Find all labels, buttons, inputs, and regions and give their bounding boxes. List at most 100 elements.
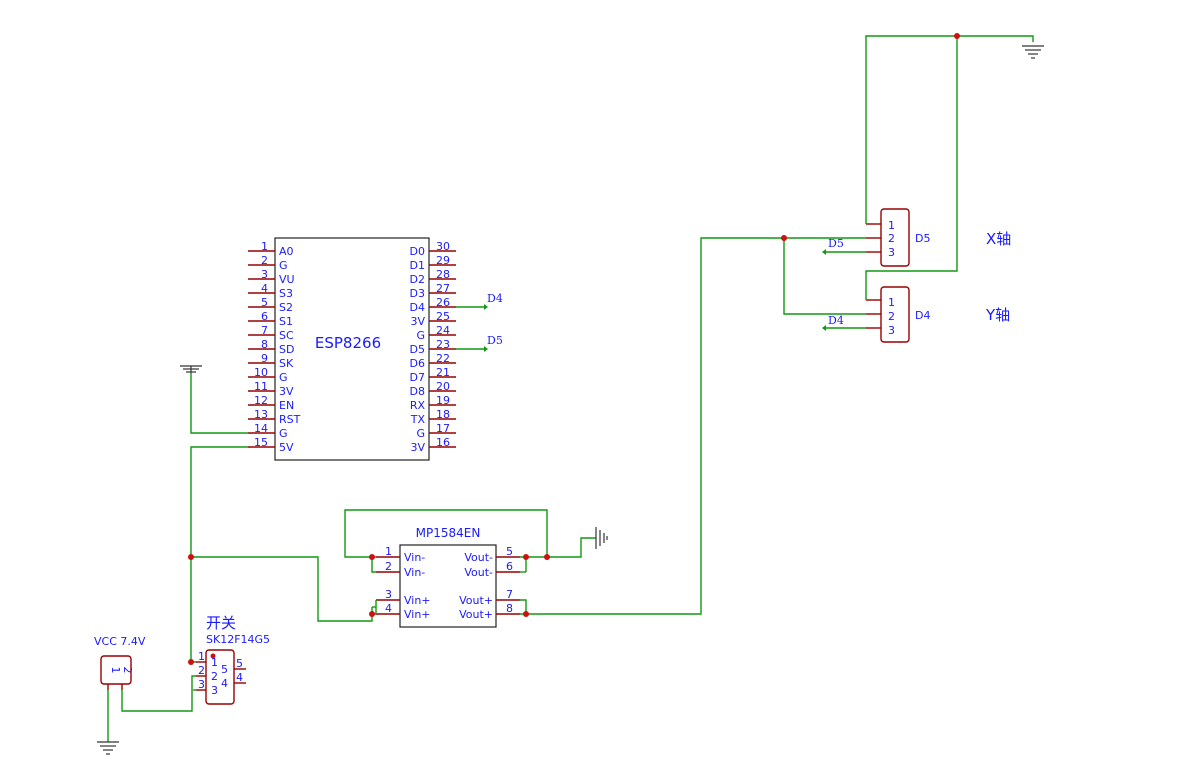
esp8266-pin-label: A0 [279, 245, 294, 258]
esp-net-labels: D4 D5 [456, 292, 503, 352]
switch-pin-number: 5 [221, 663, 228, 676]
mp1584-pin-label: Vout- [464, 566, 493, 579]
esp8266-pin-label: 3V [410, 441, 425, 454]
esp8266-pin-label: G [279, 371, 288, 384]
ground-icon [180, 365, 202, 373]
esp8266-pin-number: 9 [261, 352, 268, 365]
esp8266-pin-label: G [416, 427, 425, 440]
x-axis-label: X轴 [986, 230, 1011, 248]
y-axis-label: Y轴 [985, 306, 1010, 324]
esp8266-pin-label: D2 [410, 273, 425, 286]
esp8266-pin-number: 30 [436, 240, 450, 253]
esp8266-pin-number: 1 [261, 240, 268, 253]
connector-d4-pin-2: 2 [888, 310, 895, 323]
net-label-d5-esp: D5 [487, 334, 503, 347]
net-label-d4-esp: D4 [487, 292, 503, 305]
mp1584-pin-label: Vout- [464, 551, 493, 564]
esp8266-pin-number: 4 [261, 282, 268, 295]
esp8266-pin-number: 7 [261, 324, 268, 337]
esp8266-pin-label: SC [279, 329, 294, 342]
esp8266-pin-number: 11 [254, 380, 268, 393]
mp1584-pin-number: 3 [385, 588, 392, 601]
esp8266-pin-label: S2 [279, 301, 293, 314]
ground-symbols [97, 45, 1044, 755]
esp8266-pin-label: G [279, 427, 288, 440]
net-label-d5-connector: D5 [828, 237, 844, 250]
esp8266-pin-number: 18 [436, 408, 450, 421]
esp8266-title: ESP8266 [315, 334, 381, 352]
vcc-connector: VCC 7.4V 1 2 [94, 635, 146, 690]
esp8266-pin-number: 25 [436, 310, 450, 323]
esp8266-pin-label: D5 [410, 343, 425, 356]
mp1584-pin-number: 4 [385, 602, 392, 615]
esp8266-pin-label: EN [279, 399, 294, 412]
switch-pin-number: 3 [198, 678, 205, 691]
connector-d4-body [880, 286, 910, 343]
esp8266-pin-number: 19 [436, 394, 450, 407]
esp8266-pin-number: 22 [436, 352, 450, 365]
esp8266-pin-number: 15 [254, 436, 268, 449]
connector-pin-stubs [866, 223, 881, 329]
mp1584-pin-label: Vin+ [404, 594, 431, 607]
esp8266-pin-label: G [416, 329, 425, 342]
connector-y-axis: 1 2 3 D4 Y轴 [880, 286, 1010, 343]
esp8266-pin-label: G [279, 259, 288, 272]
mp1584-pin-number: 8 [506, 602, 513, 615]
esp8266-pin-label: D3 [410, 287, 425, 300]
esp8266-pin-number: 26 [436, 296, 450, 309]
mp1584-pin-number: 1 [385, 545, 392, 558]
esp8266-pin-number: 5 [261, 296, 268, 309]
esp8266-pin-number: 17 [436, 422, 450, 435]
esp8266-pin-number: 10 [254, 366, 268, 379]
esp8266-pin-number: 6 [261, 310, 268, 323]
mp1584-pin-label: Vin+ [404, 608, 431, 621]
switch-title: 开关 [206, 614, 236, 632]
switch-pin-number: 3 [211, 684, 218, 697]
esp8266-pin-label: 3V [279, 385, 294, 398]
esp8266-pin-number: 8 [261, 338, 268, 351]
esp8266-pin-number: 2 [261, 254, 268, 267]
esp8266-pin-label: RX [410, 399, 426, 412]
esp8266-pin-number: 14 [254, 422, 268, 435]
connector-d5-pin-2: 2 [888, 232, 895, 245]
esp8266-pin-number: 28 [436, 268, 450, 281]
mp1584-body [399, 544, 497, 628]
esp8266-pin-label: D8 [410, 385, 425, 398]
connector-d4-pin-3: 3 [888, 324, 895, 337]
esp8266-right-pins: 30D029D128D227D326D4253V24G23D522D621D72… [410, 240, 456, 454]
net-label-d4-connector: D4 [828, 314, 844, 327]
switch-pin-number: 4 [221, 677, 228, 690]
mp1584-pin-label: Vin- [404, 551, 425, 564]
esp8266-pin-number: 27 [436, 282, 450, 295]
switch-pin-number: 1 [198, 650, 205, 663]
esp8266-pin-number: 12 [254, 394, 268, 407]
esp8266-pin-label: S3 [279, 287, 293, 300]
esp8266-pin-label: 5V [279, 441, 294, 454]
mp1584-pin-number: 6 [506, 560, 513, 573]
connector-d5-body [880, 208, 910, 267]
connector-d5-designator: D5 [915, 232, 930, 245]
esp8266-pin-label: S1 [279, 315, 293, 328]
mp1584-pin-number: 7 [506, 588, 513, 601]
esp8266-body [274, 237, 430, 461]
esp8266-pin-label: 3V [410, 315, 425, 328]
ground-icon [1022, 45, 1044, 59]
mp1584-pin-label: Vout+ [459, 594, 493, 607]
connector-net-labels: D5 D4 [822, 237, 866, 331]
vcc-label: VCC 7.4V [94, 635, 146, 648]
mp1584-pin-number: 2 [385, 560, 392, 573]
esp8266-pin-label: D0 [410, 245, 425, 258]
switch-pin-number: 2 [198, 664, 205, 677]
switch-pin-number: 5 [236, 657, 243, 670]
esp8266-pin-number: 3 [261, 268, 268, 281]
esp8266-pin-label: D1 [410, 259, 425, 272]
esp8266-pin-number: 13 [254, 408, 268, 421]
switch-body [205, 649, 235, 705]
connector-d5-pin-3: 3 [888, 246, 895, 259]
